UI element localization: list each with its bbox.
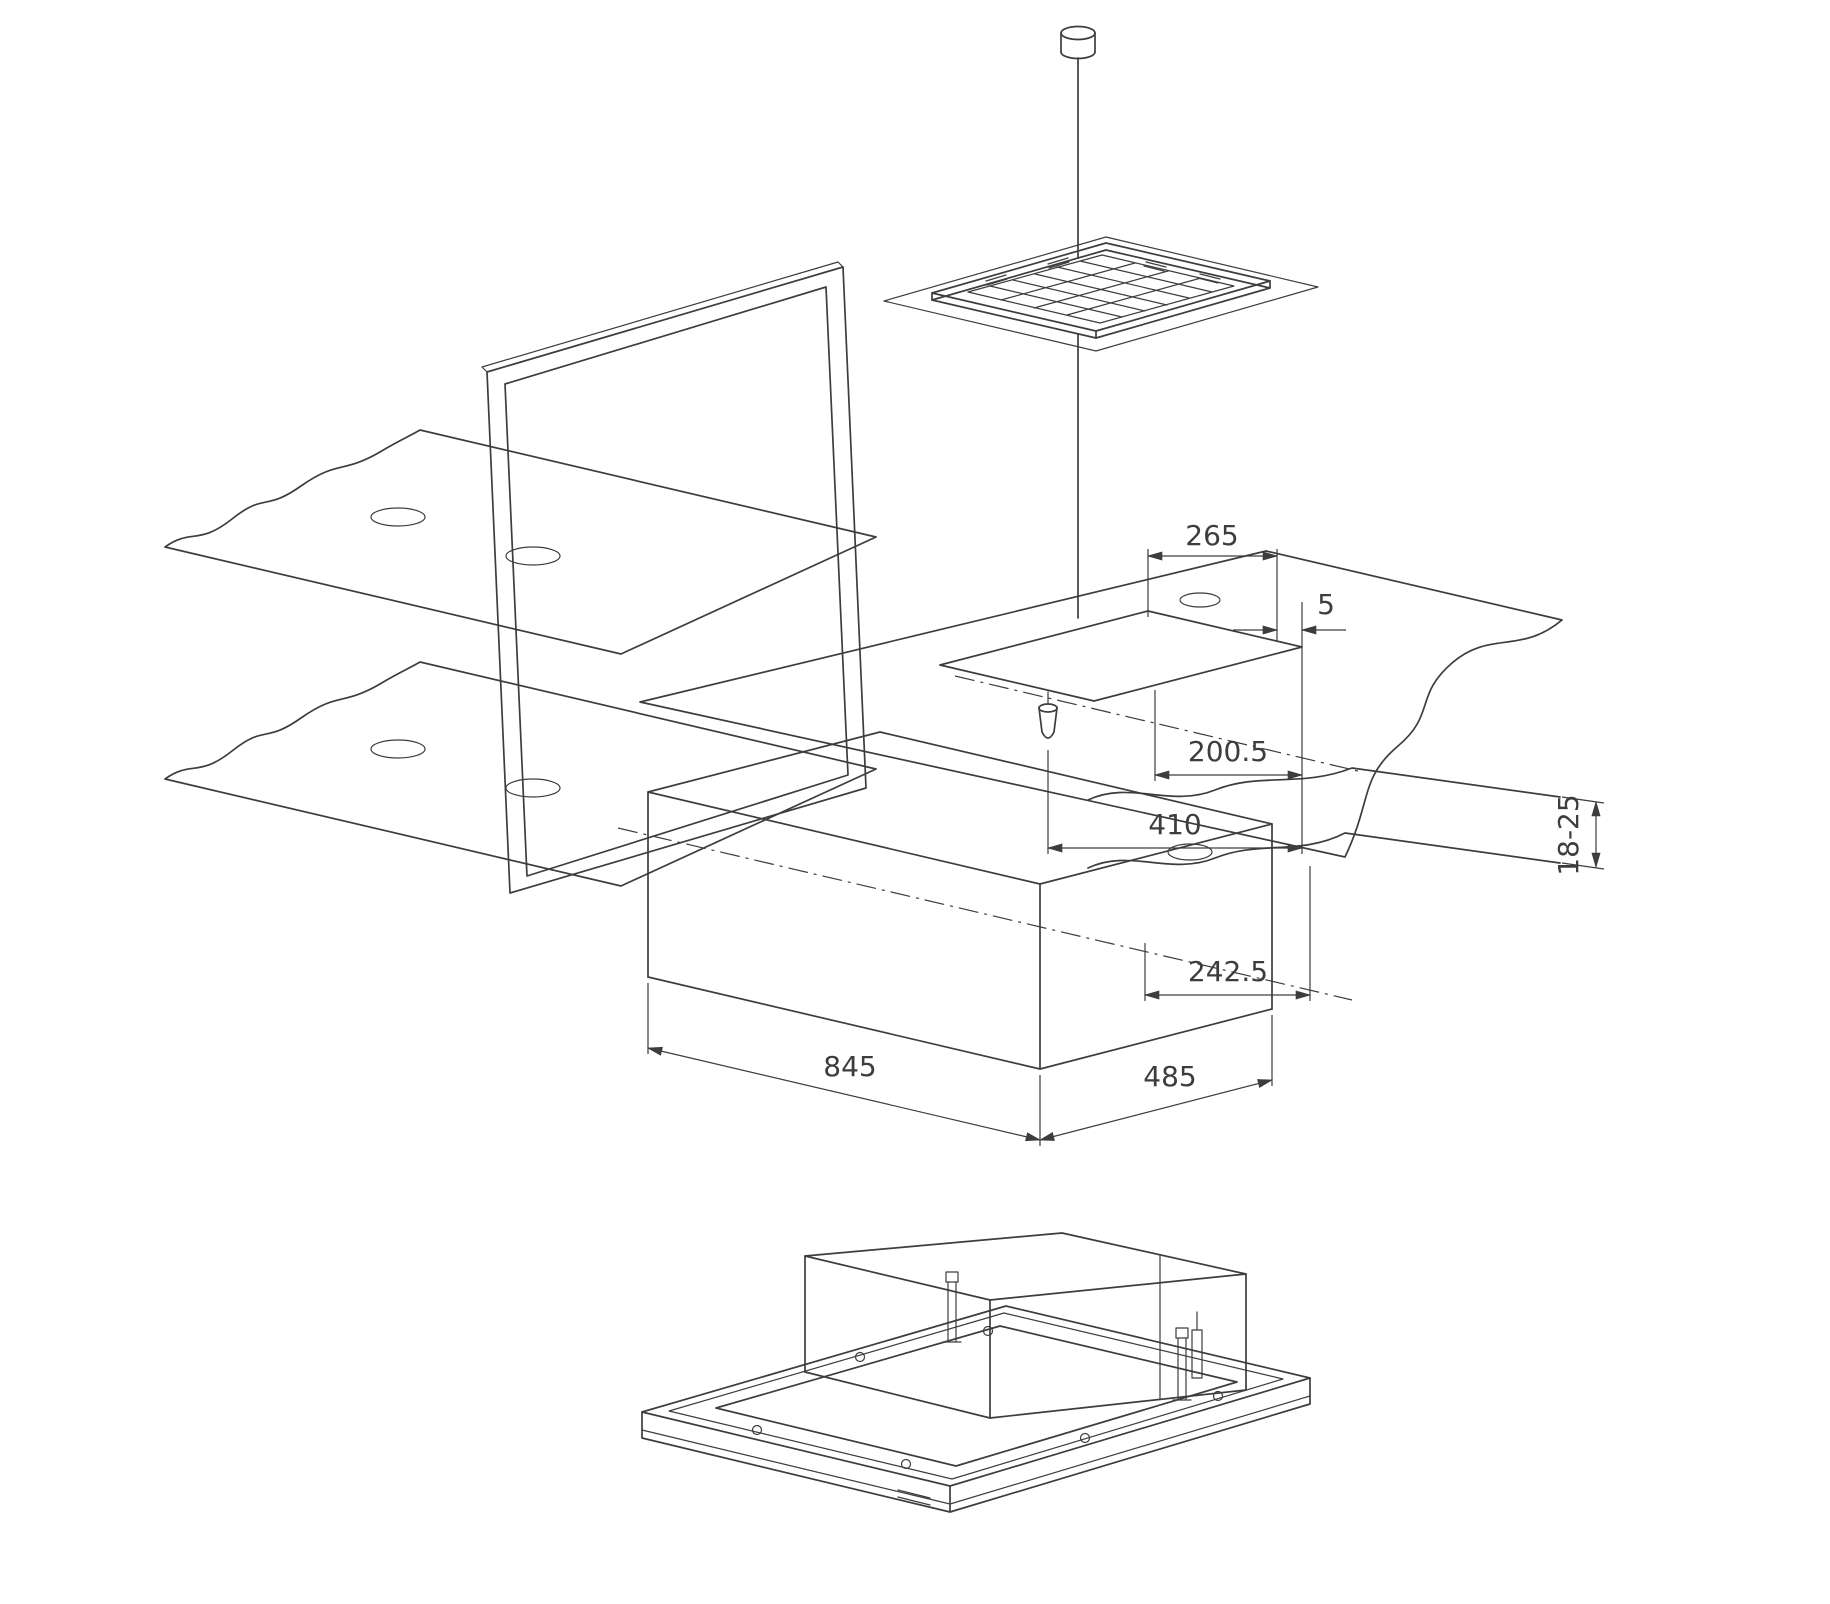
trim-screw — [751, 1424, 763, 1436]
assembled-unit — [641, 1232, 1311, 1513]
dim-centerline-offset: 242.5 — [1143, 866, 1312, 1001]
dim-ceiling-thickness: 18-25 — [1552, 794, 1605, 876]
dim-cutout-length: 410 — [1046, 750, 1304, 854]
dim-label-cutout-length: 410 — [1148, 808, 1201, 841]
trim-screw — [854, 1351, 866, 1363]
dim-label-ceiling-thickness: 18-25 — [1552, 794, 1585, 875]
mounting-frame — [481, 261, 867, 894]
dim-label-edge-gap: 5 — [1317, 588, 1335, 621]
trim-screw — [1212, 1390, 1224, 1402]
dim-label-duct-offset: 200.5 — [1188, 735, 1268, 768]
dim-label-body-width: 485 — [1143, 1060, 1196, 1093]
dim-edge-gap: 5 — [1233, 588, 1346, 854]
trim-screw — [1079, 1432, 1091, 1444]
assembled-trim-panel — [641, 1305, 1311, 1513]
plate-hole — [1179, 592, 1221, 608]
ceiling-plate-cutout — [639, 550, 1563, 858]
filter-grille — [883, 236, 1319, 352]
hood-body — [647, 731, 1273, 1070]
assembled-hood-box — [804, 1232, 1247, 1419]
ceiling-panel-lower — [164, 661, 877, 887]
dim-label-centerline-offset: 242.5 — [1188, 955, 1268, 988]
dim-label-body-length: 845 — [823, 1050, 876, 1083]
spring-clip-left — [942, 1271, 962, 1343]
trim-vent-slots — [897, 1489, 931, 1506]
dim-duct-offset: 200.5 — [1153, 690, 1304, 781]
panel-hole — [370, 739, 426, 759]
dim-cutout-width: 265 — [1146, 519, 1279, 641]
spring-clip-right — [1172, 1327, 1192, 1401]
edge-hole — [1167, 843, 1213, 861]
dimensions: 265 5 200.5 410 242.5 845 — [646, 519, 1605, 1146]
panel-hole — [505, 778, 561, 798]
ceiling-panel-upper — [164, 429, 877, 655]
dim-body-length: 845 — [646, 983, 1042, 1146]
dim-body-width: 485 — [1038, 1015, 1274, 1141]
anchor-bolt — [1038, 691, 1058, 739]
trim-screw — [900, 1458, 912, 1470]
grille-slots — [985, 257, 1221, 286]
ceiling-rod — [1060, 25, 1096, 619]
dim-label-cutout-width: 265 — [1185, 519, 1238, 552]
panel-hole — [505, 546, 561, 566]
side-bracket — [1191, 1311, 1203, 1379]
centerlines — [617, 675, 1363, 1001]
trim-screw — [982, 1325, 994, 1337]
panel-hole — [370, 507, 426, 527]
